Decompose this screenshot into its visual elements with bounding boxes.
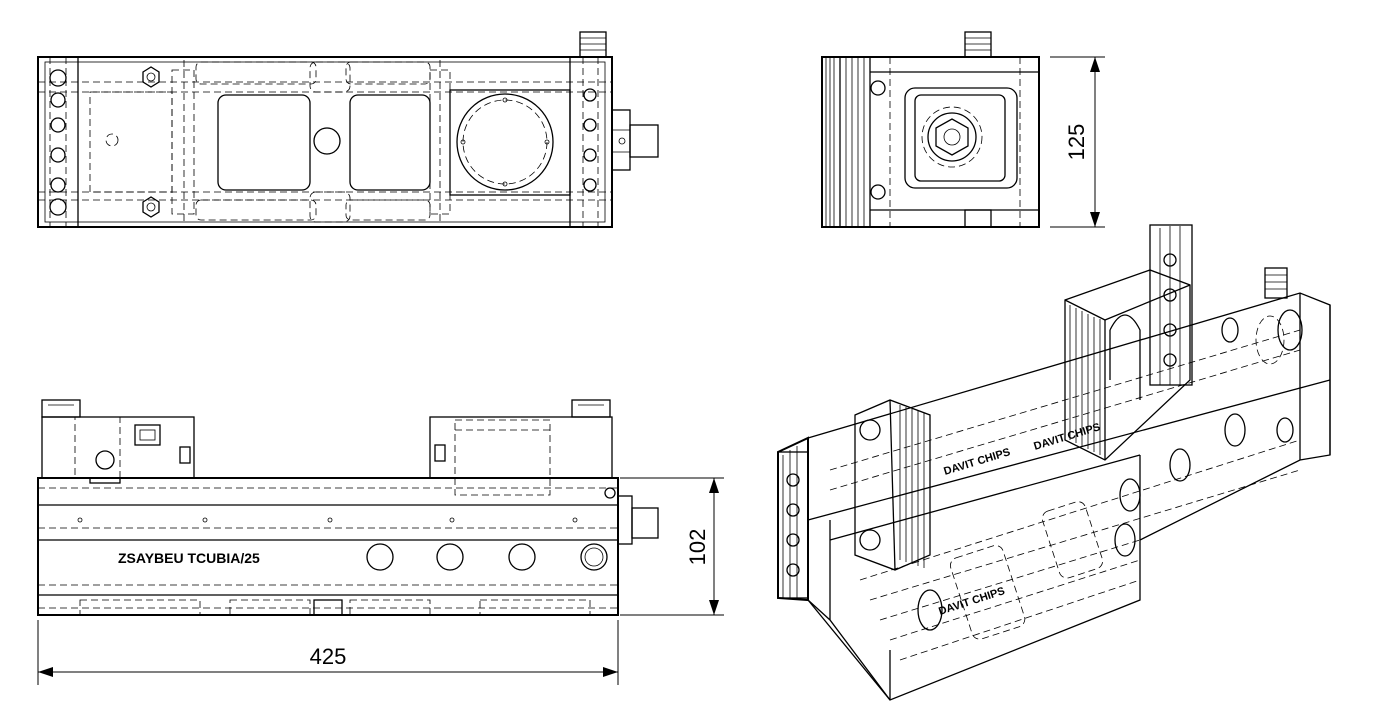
height-125-label: 125 xyxy=(1064,124,1089,161)
width-425-label: 425 xyxy=(310,644,347,669)
front-engraving: ZSAYBEU TCUBIA/25 xyxy=(118,550,260,566)
front-view: ZSAYBEU TCUBIA/25 102 xyxy=(37,399,724,685)
iso-engraving-2: DAVIT CHIPS xyxy=(1032,421,1101,453)
isometric-view: DAVIT CHIPS DAVIT CHIPS DAVIT CHIPS xyxy=(777,224,1331,701)
iso-engraving-3: DAVIT CHIPS xyxy=(937,585,1006,618)
side-view: 125 xyxy=(821,31,1105,228)
height-102-label: 102 xyxy=(685,529,710,566)
top-view xyxy=(37,31,659,228)
iso-engraving-1: DAVIT CHIPS xyxy=(942,446,1011,478)
